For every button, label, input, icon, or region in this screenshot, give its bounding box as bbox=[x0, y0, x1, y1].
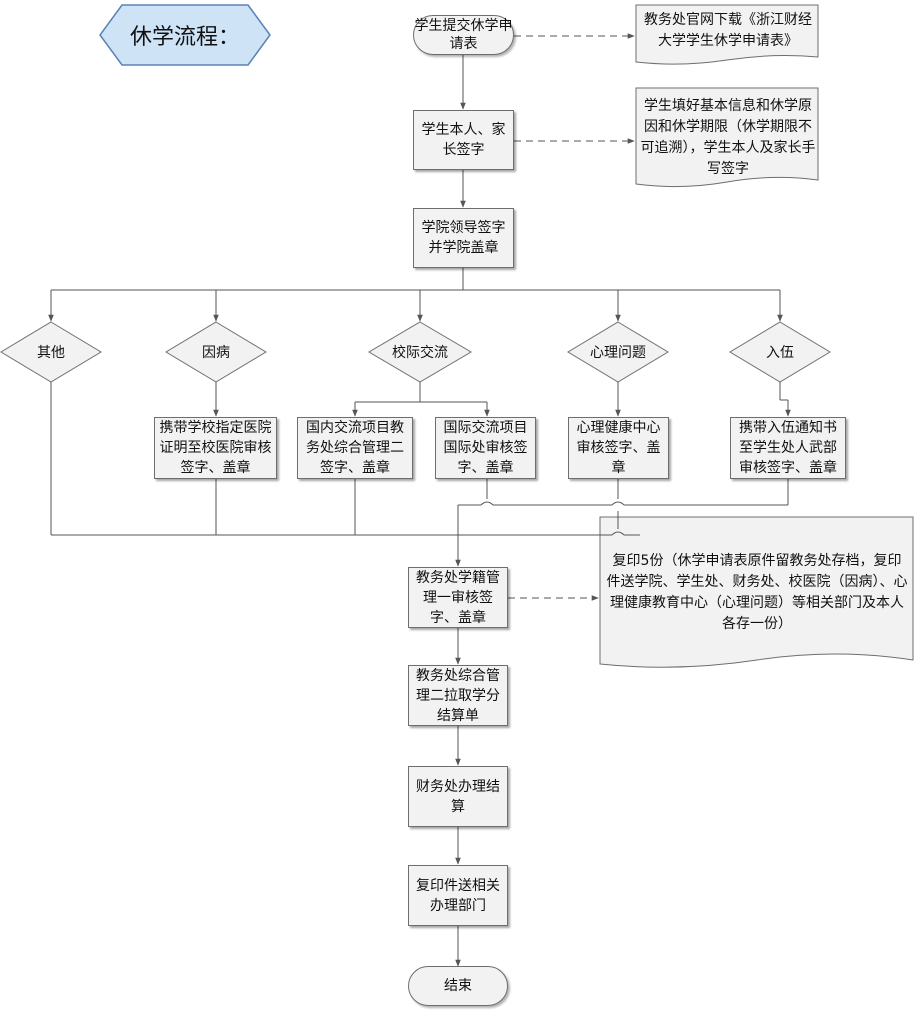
psych-box: 心理健康中心审核签字、盖章 bbox=[568, 417, 669, 479]
decision-psych: 心理问题 bbox=[590, 345, 646, 361]
decision-illness: 因病 bbox=[202, 345, 230, 361]
decision-other: 其他 bbox=[37, 345, 65, 361]
end-node: 结束 bbox=[408, 966, 508, 1006]
decision-exchange: 校际交流 bbox=[392, 345, 448, 361]
army-box: 携带入伍通知书至学生处人武部审核签字、盖章 bbox=[730, 417, 846, 479]
domestic-exchange-box: 国内交流项目教务处综合管理二签字、盖章 bbox=[297, 417, 413, 479]
connector bbox=[611, 501, 625, 506]
note-copy: 复印5份（休学申请表原件留教务处存档，复印件送学院、学生处、财务处、校医院（因病… bbox=[606, 553, 908, 632]
connector bbox=[480, 501, 494, 506]
sign-parent-box: 学生本人、家长签字 bbox=[413, 110, 514, 170]
admin2-box: 教务处综合管理二拉取学分结算单 bbox=[408, 665, 508, 726]
college-box: 学院领导签字并学院盖章 bbox=[413, 208, 514, 268]
title-shape bbox=[99, 4, 271, 66]
note-fill-shape bbox=[635, 87, 819, 188]
note-download: 教务处官网下载《浙江财经大学学生休学申请表》 bbox=[644, 12, 812, 49]
intl-exchange-box: 国际交流项目国际处审核签字、盖章 bbox=[435, 417, 536, 479]
page-title: 休学流程： bbox=[129, 25, 240, 50]
decision-army: 入伍 bbox=[766, 345, 794, 361]
start-node: 学生提交休学申请表 bbox=[413, 15, 514, 55]
finance-box: 财务处办理结算 bbox=[408, 766, 508, 827]
registrar-box: 教务处学籍管理一审核签字、盖章 bbox=[408, 567, 508, 628]
illness-box: 携带学校指定医院证明至校医院审核签字、盖章 bbox=[154, 417, 277, 479]
note-fill: 学生填好基本信息和休学原因和休学期限（休学期限不可追溯），学生本人及家长手写签字 bbox=[640, 98, 816, 177]
note-download-shape bbox=[635, 4, 819, 65]
note-copy-shape bbox=[599, 516, 914, 668]
send-copies-box: 复印件送相关办理部门 bbox=[408, 865, 508, 926]
connector bbox=[611, 531, 625, 536]
